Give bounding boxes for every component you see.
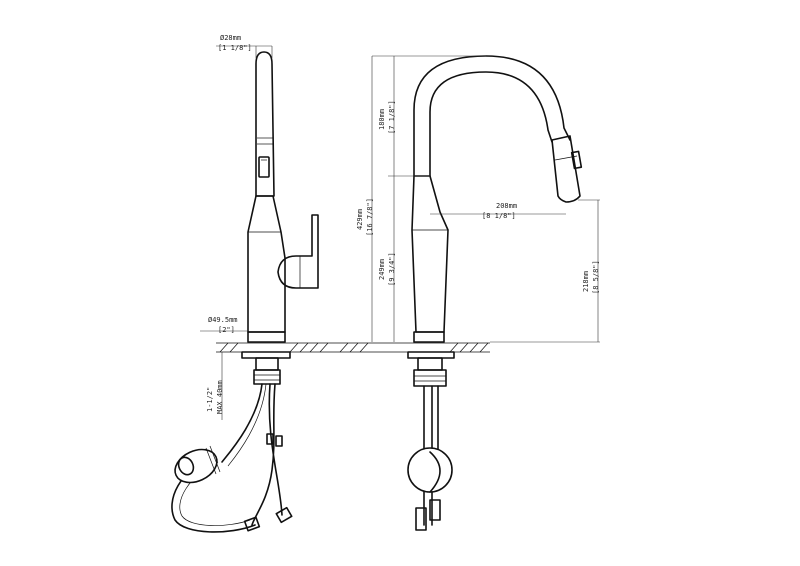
reach-dimension: 208mm [8 1/8"] [430,202,566,220]
base-diameter-in: [2"] [218,326,235,334]
total-height-in: [16 7/8"] [366,198,374,236]
spout-diameter-dimension: Ø28mm [1 1/8"] [216,34,273,58]
mounting-max: MAX 40mm [216,380,224,414]
reach-mm: 208mm [496,202,517,210]
spray-head-front [551,135,581,203]
arc-height-mm: 180mm [378,109,386,130]
faucet-body-front [411,175,449,333]
base-diameter-mm: Ø49.5mm [208,316,238,324]
lever-handle [277,214,319,289]
spout-diameter-mm: Ø28mm [220,34,241,42]
arc-height-in: [7 1/8"] [388,100,396,134]
total-height-dimension: 429mm [16 7/8"] [356,55,486,342]
hose-weight [174,445,221,484]
supply-hoses [221,383,283,526]
spray-button [258,156,270,178]
base-ring-side [247,331,286,343]
supply-lines-front [407,385,453,531]
spray-wand [255,51,275,197]
faucet-body-side [247,195,286,333]
front-view: 429mm [16 7/8"] 180mm [7 1/8"] 249mm [9 … [335,55,600,531]
mounting-size: 1-1/2" [206,387,214,412]
body-height-dimension: 249mm [9 3/4"] [378,176,396,342]
mounting-dimension: 1-1/2" MAX 40mm [206,352,224,420]
base-ring-front [413,331,445,343]
spout-diameter-in: [1 1/8"] [218,44,252,52]
spout-height-in: [8 5/8"] [592,260,600,294]
side-view: Ø28mm [1 1/8"] Ø49.5mm [2"] 1-1/2" MAX 4… [171,34,335,533]
spout-height-mm: 218mm [582,271,590,292]
reach-in: [8 1/8"] [482,212,516,220]
gooseneck-spout [413,55,571,177]
spout-height-dimension: 218mm [8 5/8"] [490,199,600,343]
body-height-in: [9 3/4"] [388,252,396,286]
body-height-mm: 249mm [378,259,386,280]
hose-weight-front [407,447,453,493]
counter-top-right [335,342,490,353]
total-height-mm: 429mm [356,209,364,230]
arc-height-dimension: 180mm [7 1/8"] [378,56,430,177]
base-diameter-dimension: Ø49.5mm [2"] [200,316,248,334]
counter-top-left [216,342,335,353]
